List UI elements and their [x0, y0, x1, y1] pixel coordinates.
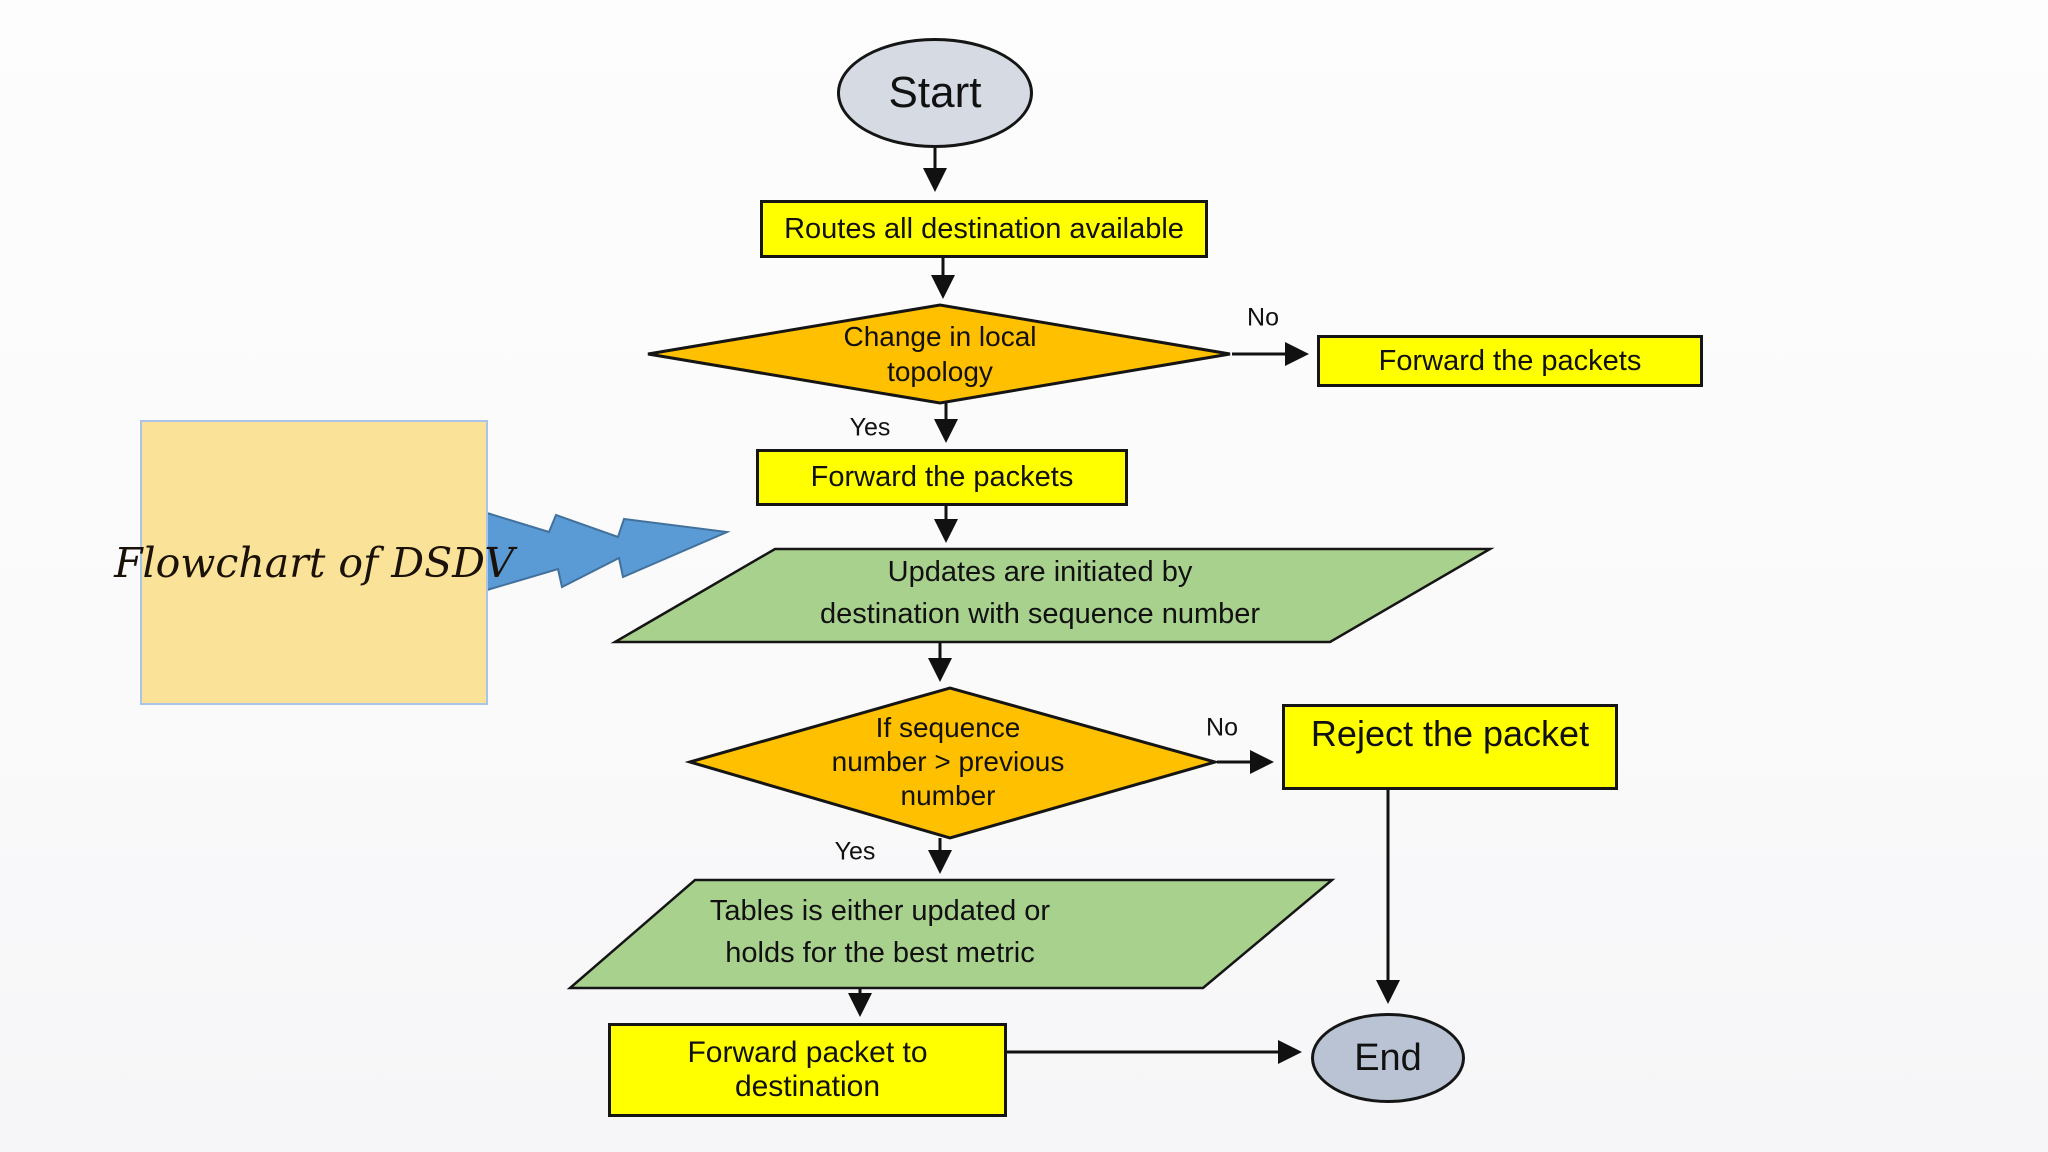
process-forward-packets-yes-label: Forward the packets	[810, 461, 1074, 493]
lightning-bolt-icon	[486, 511, 731, 592]
process-forward-packets-no-branch: Forward the packets	[1317, 335, 1703, 387]
annotation-box: Flowchart of DSDV	[114, 420, 514, 705]
data-tables-updated-line2: holds for the best metric	[725, 937, 1035, 969]
branch-label-yes-2: Yes	[834, 837, 876, 866]
process-routes-available: Routes all destination available	[760, 200, 1208, 258]
decision-sequence-check-text: If sequence number > previous number	[832, 711, 1065, 813]
process-reject-packet: Reject the packet	[1282, 704, 1618, 790]
annotation-title: Flowchart of DSDV	[114, 538, 514, 587]
data-updates-initiated-line1: Updates are initiated by	[887, 556, 1193, 588]
decision-sequence-check-line1: If sequence	[875, 712, 1021, 743]
decision-change-topology-line1: Change in local	[843, 321, 1037, 352]
decision-sequence-check-line2: number > previous	[831, 746, 1065, 777]
branch-label-no-2: No	[1206, 713, 1238, 742]
decision-sequence-check-shape	[684, 686, 1221, 840]
process-forward-to-destination-label: Forward packet to destination	[687, 1036, 928, 1103]
process-forward-packets-no-label: Forward the packets	[1378, 344, 1642, 377]
branch-label-yes-1: Yes	[849, 413, 891, 442]
process-forward-to-destination: Forward packet to destination	[608, 1023, 1007, 1117]
start-label: Start	[888, 68, 982, 117]
decision-change-topology-line2: topology	[887, 356, 993, 387]
process-routes-available-label: Routes all destination available	[784, 212, 1184, 245]
data-updates-initiated-shape	[610, 547, 1495, 644]
process-forward-packets-yes-branch: Forward the packets	[756, 449, 1128, 506]
data-updates-initiated-text: Updates are initiated by destination wit…	[820, 551, 1260, 635]
end-terminator: End	[1311, 1013, 1465, 1103]
data-tables-updated-shape	[566, 878, 1336, 990]
start-terminator: Start	[837, 38, 1033, 148]
process-reject-packet-label: Reject the packet	[1310, 713, 1590, 754]
data-updates-initiated-line2: destination with sequence number	[819, 598, 1261, 630]
end-label: End	[1354, 1036, 1422, 1079]
decision-sequence-check-line3: number	[900, 780, 996, 811]
branch-label-no-1: No	[1247, 303, 1279, 332]
data-tables-updated-line1: Tables is either updated or	[709, 895, 1051, 927]
decision-change-topology-text: Change in local topology	[843, 319, 1036, 389]
data-tables-updated-text: Tables is either updated or holds for th…	[710, 890, 1050, 974]
decision-change-topology-shape	[647, 303, 1231, 405]
